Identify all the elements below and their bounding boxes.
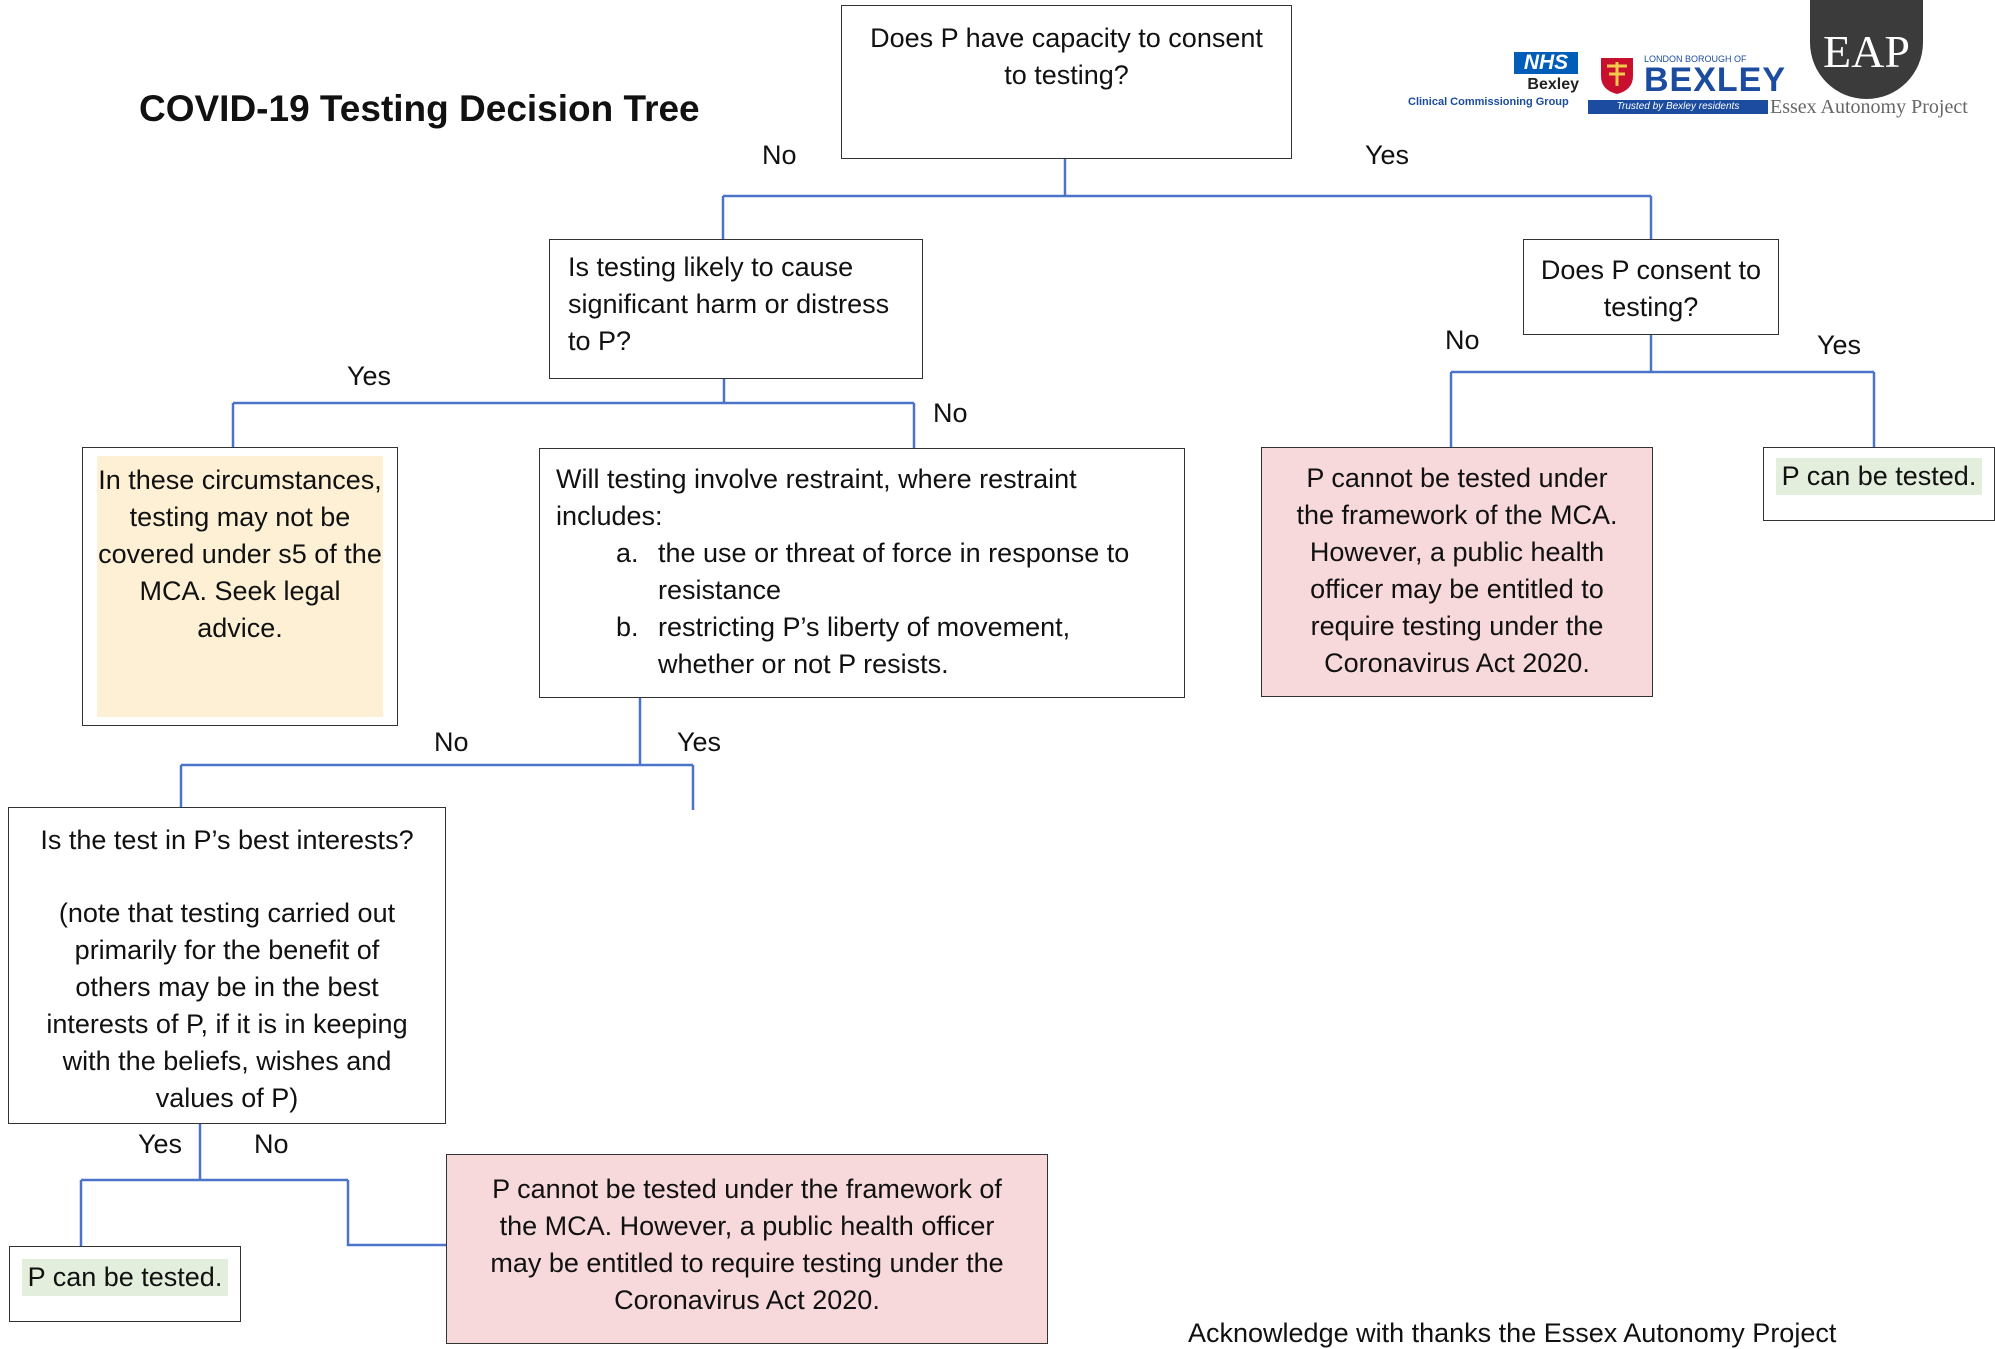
node-consent-text: Does P consent to testing? [1540,255,1762,322]
edge-label-consent-yes: Yes [1817,330,1862,360]
edge-label-harm-yes: Yes [347,361,392,391]
eap-name: Essex Autonomy Project [1770,96,1968,118]
node-cannot-bottom-text: P cannot be tested under the framework o… [490,1174,1004,1315]
node-legal-advice-text: In these circumstances, testing may not … [98,465,382,643]
restraint-list: the use or threat of force in response t… [556,535,1168,683]
node-consent: Does P consent to testing? [1523,239,1779,335]
edge-label-best-no: No [254,1129,289,1159]
nhs-group: Clinical Commissioning Group [1408,96,1569,108]
logo-bar: NHS Bexley Clinical Commissioning Group … [1400,0,1990,130]
edge-label-best-yes: Yes [138,1129,183,1159]
diagram-title: COVID-19 Testing Decision Tree [139,88,700,129]
warning-fill: In these circumstances, testing may not … [97,456,383,717]
connector-capacity [721,158,1653,239]
borough-prefix: LONDON BOROUGH OF [1644,54,1747,64]
connector-consent [1449,334,1876,447]
bexley-crest-icon [1601,58,1633,94]
edge-label-capacity-yes: Yes [1365,140,1410,170]
edge-label-restraint-yes: Yes [677,727,722,757]
node-restraint-intro: Will testing involve restraint, where re… [556,464,1077,531]
nhs-logo: NHS [1514,52,1578,74]
node-best-interests: Is the test in P’s best interests? (note… [8,807,446,1124]
connector-harm [231,378,916,448]
node-harm-text: Is testing likely to cause significant h… [568,252,890,356]
eap-logo-icon [1810,0,1923,99]
node-can-right: P can be tested. [1763,447,1995,521]
node-can-bottom-text: P can be tested. [21,1259,229,1296]
node-harm: Is testing likely to cause significant h… [549,239,923,379]
node-can-bottom: P can be tested. [9,1246,241,1322]
node-cannot-right: P cannot be tested under the framework o… [1261,447,1653,697]
edge-label-capacity-no: No [762,140,797,170]
borough-tagline: Trusted by Bexley residents [1588,100,1768,114]
node-capacity: Does P have capacity to consent to testi… [841,5,1292,159]
node-cannot-right-text: P cannot be tested under the framework o… [1296,463,1618,678]
node-best-interests-question: Is the test in P’s best interests? [40,825,414,855]
acknowledgement: Acknowledge with thanks the Essex Autono… [1188,1318,1837,1348]
edge-label-harm-no: No [933,398,968,428]
connector-best-interests [79,1123,446,1247]
eap-logo-text: EAP [1823,26,1910,77]
node-can-right-text: P can be tested. [1775,458,1983,495]
edge-label-restraint-no: No [434,727,469,757]
node-cannot-bottom: P cannot be tested under the framework o… [446,1154,1048,1344]
node-legal-advice: In these circumstances, testing may not … [82,447,398,726]
borough-name: BEXLEY [1644,61,1787,99]
nhs-area: Bexley [1527,76,1579,93]
connector-restraint [179,697,695,810]
edge-label-consent-no: No [1445,325,1480,355]
node-capacity-text: Does P have capacity to consent to testi… [870,23,1263,90]
restraint-item-b: restricting P’s liberty of movement, whe… [646,609,1168,683]
restraint-item-a: the use or threat of force in response t… [646,535,1168,609]
node-best-interests-note: (note that testing carried out primarily… [46,898,408,1113]
node-restraint: Will testing involve restraint, where re… [539,448,1185,698]
